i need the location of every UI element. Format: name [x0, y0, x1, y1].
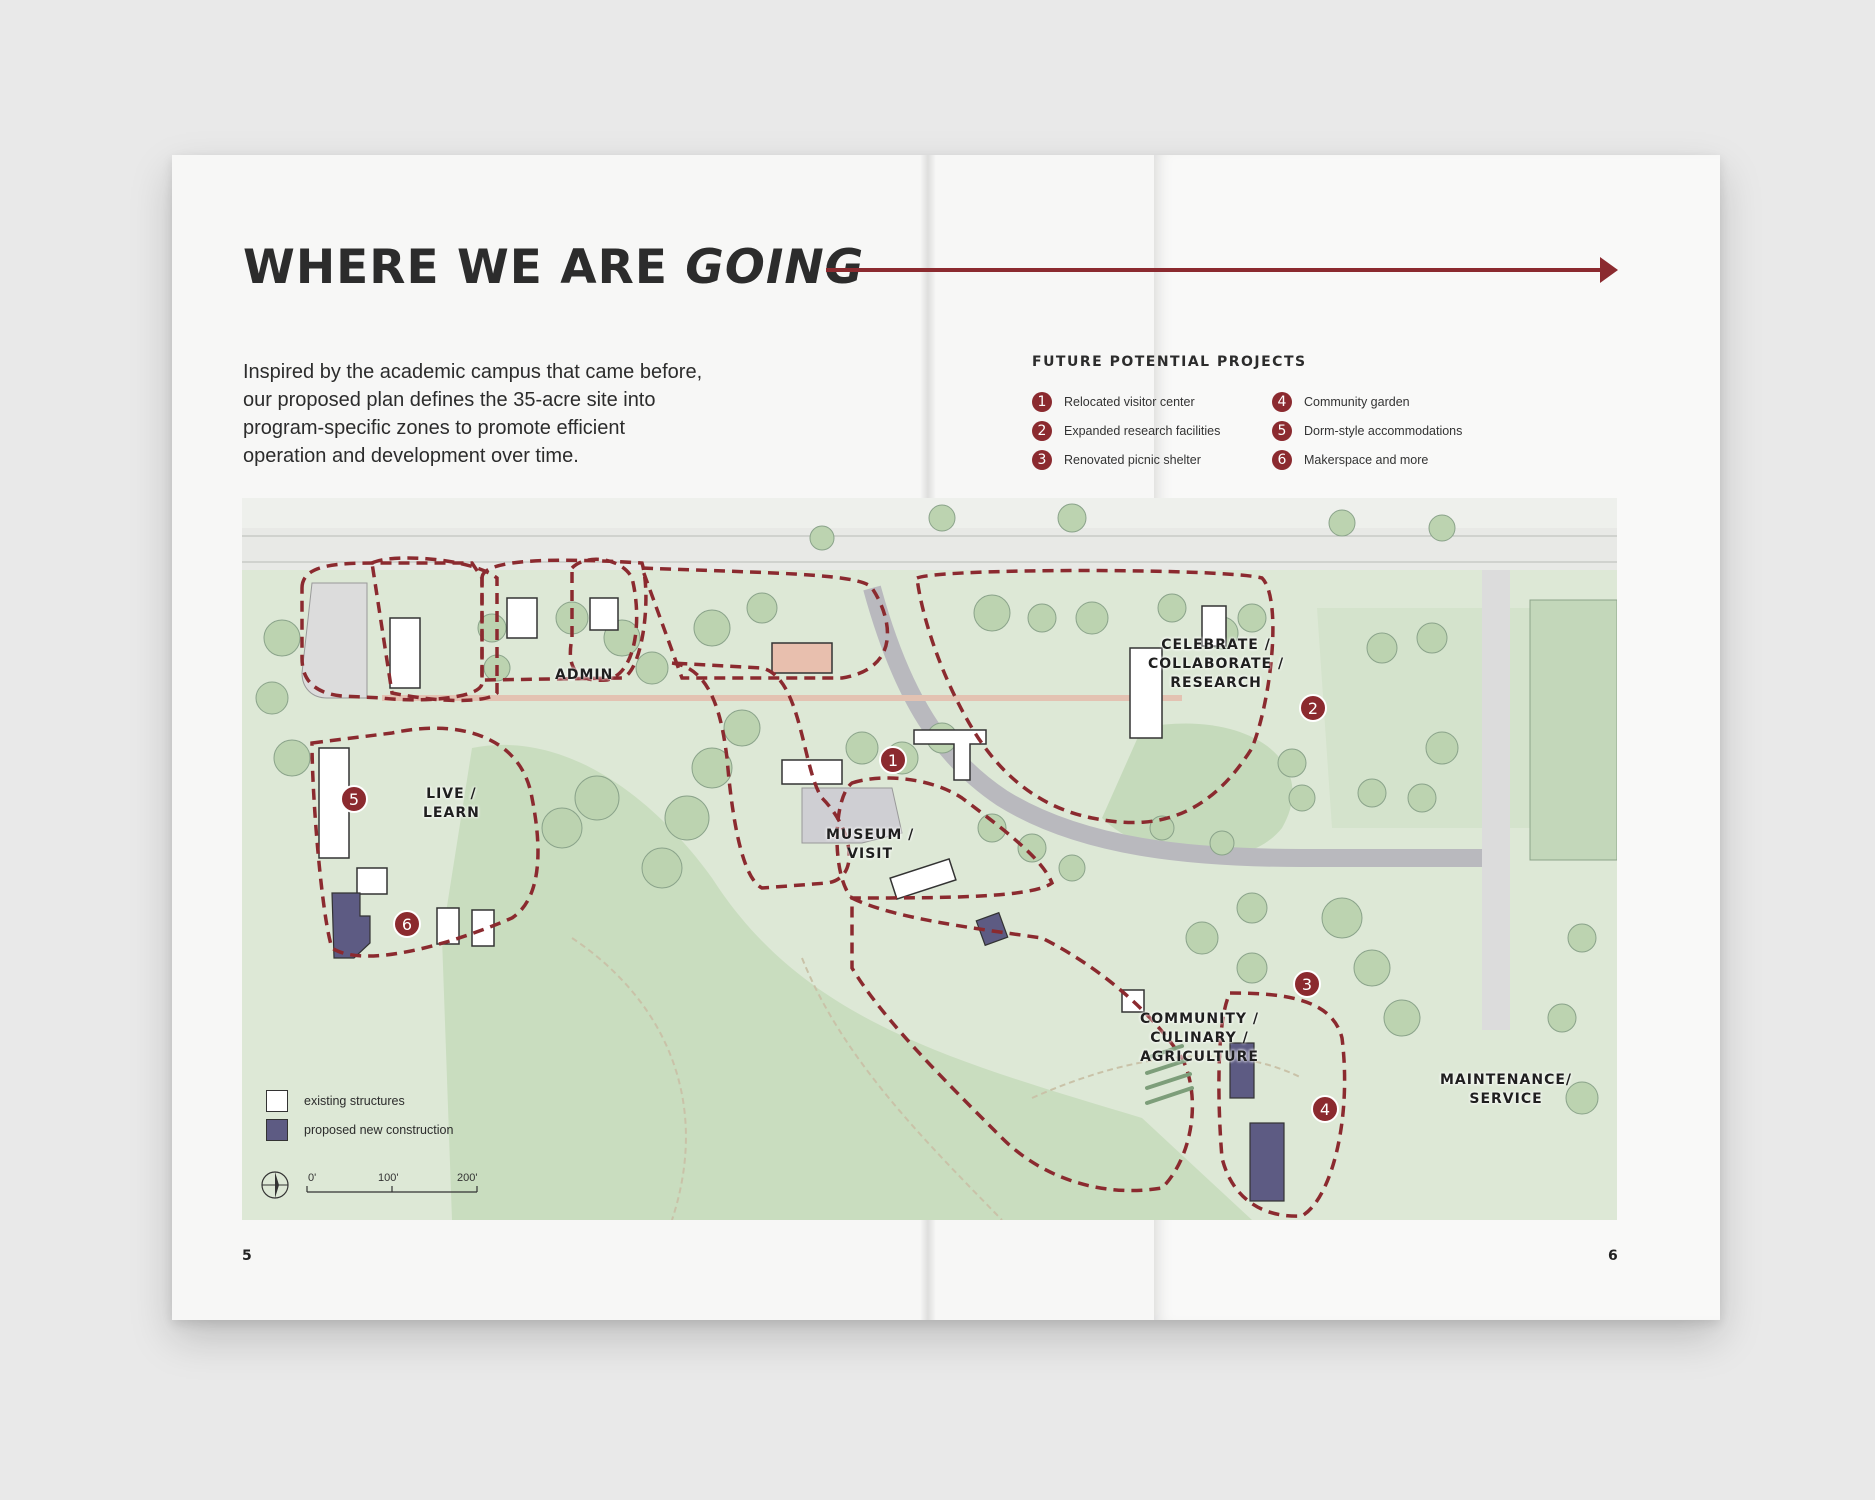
- building: [1201, 605, 1227, 647]
- zone-label-community: COMMUNITY / CULINARY / AGRICULTURE: [1140, 1010, 1259, 1067]
- site-plan-map: [242, 498, 1617, 1220]
- zone-label-line: AGRICULTURE: [1140, 1049, 1259, 1065]
- building: [975, 911, 1009, 947]
- proposed-construction: [331, 892, 1285, 1202]
- project-label: Expanded research facilities: [1064, 424, 1221, 438]
- project-item: 3 Renovated picnic shelter: [1032, 450, 1201, 470]
- zone-boundaries: [300, 556, 1347, 1218]
- project-label: Makerspace and more: [1304, 453, 1429, 467]
- project-label: Community garden: [1304, 395, 1410, 409]
- scale-bar: [306, 1186, 478, 1193]
- project-number-badge: 4: [1272, 392, 1292, 412]
- project-item: 5 Dorm-style accommodations: [1272, 421, 1462, 441]
- map-badge-5: 5: [340, 785, 368, 813]
- arrow-right-icon: [1600, 257, 1618, 283]
- project-item: 6 Makerspace and more: [1272, 450, 1428, 470]
- title-arrow-line: [826, 268, 1607, 272]
- zone-label-live-learn: LIVE / LEARN: [423, 785, 480, 823]
- zone-label-line: VISIT: [847, 846, 894, 862]
- key-existing: existing structures: [266, 1090, 405, 1112]
- project-item: 2 Expanded research facilities: [1032, 421, 1220, 441]
- building: [771, 642, 833, 674]
- zone-label-line: MUSEUM /: [826, 827, 915, 843]
- project-label: Renovated picnic shelter: [1064, 453, 1201, 467]
- project-number-badge: 3: [1032, 450, 1052, 470]
- building: [913, 729, 987, 781]
- building: [356, 867, 388, 895]
- project-number-badge: 2: [1032, 421, 1052, 441]
- drive: [863, 585, 1482, 867]
- page-number-left: 5: [242, 1248, 252, 1264]
- building: [1229, 1042, 1255, 1099]
- garden-rows: [1145, 1044, 1194, 1105]
- page-number-right: 6: [1608, 1248, 1618, 1264]
- zone-label-line: RESEARCH: [1170, 675, 1262, 691]
- key-label: existing structures: [304, 1094, 405, 1108]
- map-badge-4: 4: [1311, 1095, 1339, 1123]
- project-number-badge: 5: [1272, 421, 1292, 441]
- building: [436, 907, 460, 945]
- zone-label-line: COMMUNITY /: [1140, 1011, 1260, 1027]
- intro-paragraph: Inspired by the academic campus that cam…: [243, 361, 703, 467]
- north-arrow-icon: [261, 1171, 289, 1199]
- zone-label-celebrate: CELEBRATE / COLLABORATE / RESEARCH: [1148, 636, 1284, 693]
- key-label: proposed new construction: [304, 1123, 454, 1137]
- scale-label: 200': [457, 1172, 478, 1184]
- zone-label-admin: ADMIN: [555, 667, 614, 683]
- zone-label-line: COLLABORATE /: [1148, 656, 1285, 672]
- building: [889, 858, 957, 900]
- proposed-swatch: [266, 1119, 288, 1141]
- building: [1249, 1122, 1285, 1202]
- scale-label: 100': [378, 1172, 399, 1184]
- map-badge-3: 3: [1293, 970, 1321, 998]
- zone-label-line: SERVICE: [1469, 1091, 1543, 1107]
- page-title: WHERE WE ARE GOING: [243, 240, 865, 295]
- building: [589, 597, 619, 631]
- project-number-badge: 1: [1032, 392, 1052, 412]
- zone-label-museum: MUSEUM / VISIT: [826, 826, 914, 864]
- parking-lot: [301, 582, 368, 699]
- building: [1129, 647, 1163, 739]
- zone-label-line: LEARN: [423, 805, 480, 821]
- project-label: Dorm-style accommodations: [1304, 424, 1463, 438]
- project-label: Relocated visitor center: [1064, 395, 1195, 409]
- map-badge-6: 6: [393, 910, 421, 938]
- map-badge-1: 1: [879, 746, 907, 774]
- map-badge-2: 2: [1299, 694, 1327, 722]
- key-proposed: proposed new construction: [266, 1119, 453, 1141]
- zone-label-line: LIVE /: [426, 786, 477, 802]
- road: [242, 528, 1617, 570]
- building: [506, 597, 538, 639]
- project-item: 1 Relocated visitor center: [1032, 392, 1195, 412]
- building: [331, 892, 371, 959]
- project-number-badge: 6: [1272, 450, 1292, 470]
- zone-label-line: CULINARY /: [1150, 1030, 1249, 1046]
- existing-swatch: [266, 1090, 288, 1112]
- projects-heading: FUTURE POTENTIAL PROJECTS: [1032, 354, 1307, 370]
- zone-label-maintenance: MAINTENANCE/ SERVICE: [1440, 1071, 1572, 1109]
- project-item: 4 Community garden: [1272, 392, 1410, 412]
- sports-field: [1529, 599, 1617, 861]
- zone-label-line: CELEBRATE /: [1161, 637, 1271, 653]
- side-road: [1482, 570, 1510, 1030]
- scale-label: 0': [308, 1172, 317, 1184]
- building: [389, 617, 421, 689]
- zone-label-line: MAINTENANCE/: [1440, 1072, 1573, 1088]
